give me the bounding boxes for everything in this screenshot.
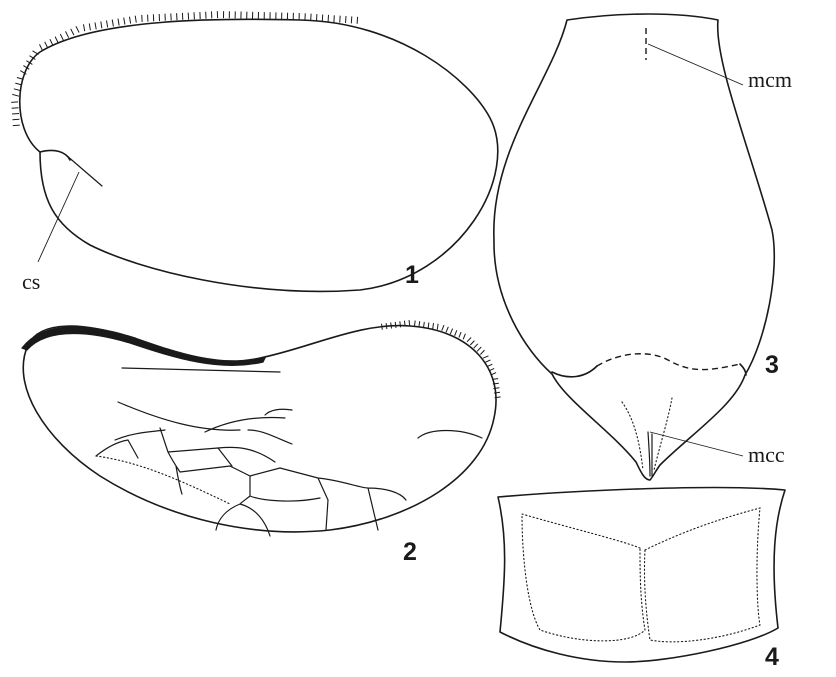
seta (409, 320, 410, 326)
seta (12, 94, 19, 96)
fig1-costal-suture (66, 155, 102, 186)
figure-3-number: 3 (765, 351, 779, 379)
fig3-suture-right (740, 364, 746, 375)
fig1-setae (11, 11, 357, 126)
seta (12, 108, 19, 109)
seta (55, 37, 58, 43)
fig2-costal-margin (22, 327, 265, 366)
seta (455, 330, 457, 336)
seta (446, 327, 448, 333)
seta (467, 338, 471, 342)
seta (101, 21, 102, 28)
cs-label: cs (22, 269, 40, 294)
fig2-vein-c (248, 430, 292, 444)
figure-4-number: 4 (765, 643, 779, 671)
fig2-venation (96, 368, 482, 536)
seta (442, 325, 444, 331)
fig3-dotted-left (622, 402, 643, 470)
seta (14, 89, 21, 91)
seta (76, 26, 79, 32)
seta (124, 18, 125, 25)
fig2-cubital-vein (118, 402, 240, 430)
figure-4-plate: 4 (498, 488, 785, 671)
seta (395, 322, 396, 328)
seta (400, 321, 401, 327)
seta (470, 341, 474, 345)
seta (351, 16, 352, 23)
seta (33, 51, 39, 55)
fig1-outline (20, 19, 498, 291)
seta (89, 23, 90, 30)
seta (477, 347, 481, 351)
seta (66, 31, 69, 37)
figure-3-dorsal-view: mcm mcc 3 (494, 14, 792, 480)
figure-1-elytron: cs 1 (11, 11, 498, 294)
mcc-leader-line (650, 432, 743, 456)
seta (11, 102, 18, 103)
fig3-suture-left (552, 366, 597, 377)
seta (483, 356, 489, 358)
seta (71, 29, 74, 35)
seta (391, 323, 392, 329)
fig3-suture-dashed (597, 354, 740, 370)
seta (450, 329, 452, 335)
seta (130, 17, 131, 24)
seta (382, 324, 383, 330)
seta (12, 119, 19, 120)
fig2-dotted-line (96, 456, 230, 504)
seta (12, 114, 19, 115)
fig2-outline (23, 326, 496, 532)
fig2-cells (96, 428, 406, 536)
seta (40, 44, 43, 50)
seta (135, 16, 136, 23)
fig3-median-carina (648, 432, 652, 476)
seta (340, 16, 341, 23)
fig4-dotted-left-lobe (522, 514, 645, 641)
fig2-vein-e (418, 431, 482, 439)
seta (433, 323, 434, 329)
fig2-radial-vein (122, 368, 280, 372)
seta (346, 16, 347, 23)
seta (13, 125, 20, 126)
seta (45, 42, 48, 48)
seta (480, 350, 484, 354)
mcm-leader-line (648, 44, 743, 85)
seta (474, 344, 478, 348)
mcm-label: mcm (748, 67, 792, 92)
figure-1-number: 1 (405, 261, 419, 289)
seta (112, 20, 113, 27)
fig4-dotted-right-lobe (645, 508, 760, 642)
seta (60, 34, 63, 40)
seta (386, 323, 387, 329)
figure-2-number: 2 (403, 538, 417, 566)
fig4-outline (498, 488, 785, 662)
seta (118, 19, 119, 26)
seta (493, 388, 499, 389)
figure-2-hindwing: 2 (22, 320, 501, 566)
seta (50, 39, 53, 45)
seta (357, 17, 358, 24)
seta (84, 24, 85, 31)
seta (463, 334, 465, 340)
seta (95, 22, 96, 29)
mcc-label: mcc (748, 442, 785, 467)
seta (485, 360, 491, 362)
fig3-outline (494, 14, 774, 480)
fig2-vein-b (265, 409, 292, 415)
seta (437, 324, 438, 330)
seta (428, 323, 429, 329)
cs-leader-line (38, 172, 79, 262)
seta (459, 332, 461, 338)
seta (107, 21, 108, 28)
